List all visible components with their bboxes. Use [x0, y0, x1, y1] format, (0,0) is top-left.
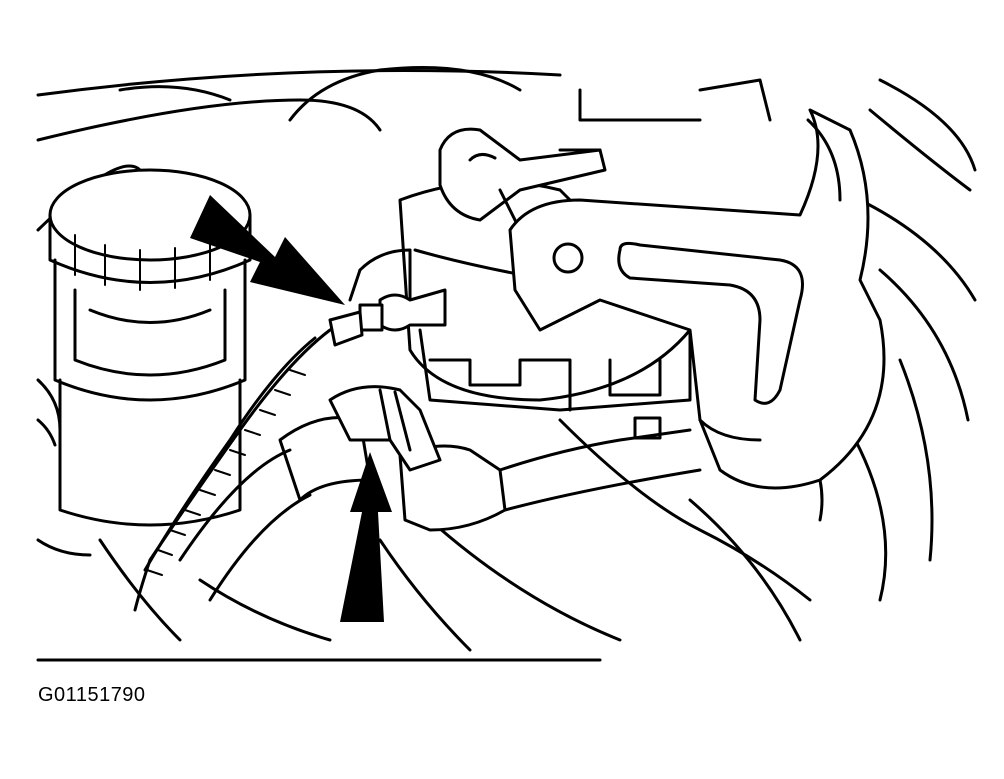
- sensor-connector: [133, 288, 447, 612]
- mounting-bracket: [508, 108, 886, 490]
- fuel-hoses: [178, 385, 702, 602]
- upper-arrow-icon: [190, 195, 345, 305]
- figure-id-label: G01151790: [38, 684, 146, 706]
- lower-arrow-icon: [340, 452, 392, 622]
